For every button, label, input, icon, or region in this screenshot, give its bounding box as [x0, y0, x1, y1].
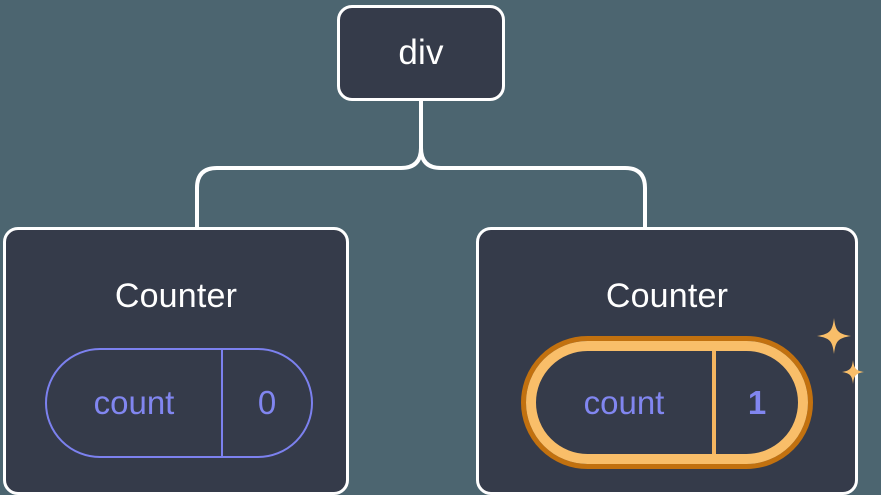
state-pill-divider-right: [712, 351, 716, 454]
state-value-label-left: 0: [257, 384, 277, 421]
node-div-label: div: [398, 33, 444, 72]
node-div[interactable]: div: [337, 5, 505, 101]
state-pill-divider-left: [221, 350, 223, 456]
sparkle-small-icon: [842, 360, 864, 384]
state-key-label-left: count: [93, 384, 175, 421]
state-pill-highlight-outer-ring: [521, 336, 813, 469]
counter-right-title: Counter: [605, 277, 729, 315]
state-pill-count-left[interactable]: count 0: [45, 348, 313, 458]
node-counter-left[interactable]: Counter count 0: [3, 227, 349, 495]
state-value-label-right: 1: [747, 383, 767, 421]
state-key-label-right: count: [583, 383, 665, 421]
sparkle-group: [817, 318, 864, 384]
state-pill-count-right[interactable]: count 1: [521, 336, 813, 469]
counter-left-title: Counter: [114, 277, 238, 315]
state-pill-highlight-inner-ring: count 1: [526, 341, 808, 464]
node-counter-right[interactable]: Counter count 1: [476, 227, 864, 495]
sparkle-large-icon: [817, 318, 851, 354]
